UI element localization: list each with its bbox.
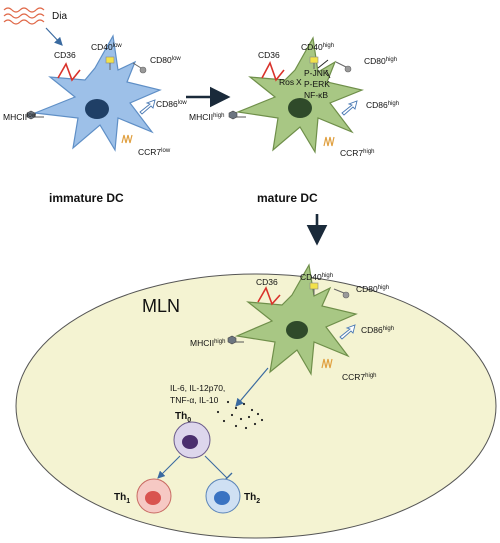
immature-cd80-label: CD80low [150, 55, 181, 65]
mln-ccr7-label: CCR7high [342, 372, 377, 382]
signal-nfkb: NF-κB [304, 90, 328, 100]
th0-nucleus [182, 435, 198, 449]
mature-dc-nucleus [288, 98, 312, 118]
signal-pjnk: P-JNK [304, 68, 329, 78]
mature-dc-title: mature DC [257, 191, 318, 205]
cytokine-dots [216, 400, 264, 430]
th0-inhibit-th2 [204, 455, 228, 479]
mln-cd80-label: CD80high [356, 284, 389, 294]
mature-cd40-receptor-icon [309, 56, 319, 64]
mature-ccr7-label: CCR7high [340, 148, 375, 158]
mln-label: MLN [142, 296, 180, 316]
th0-label: Th0 [175, 411, 191, 424]
mature-mhcii-receptor-icon [228, 110, 238, 120]
mln-cd86-receptor-icon [339, 324, 356, 340]
mln-dc-nucleus [286, 321, 308, 339]
mln-cd40-label: CD40high [300, 272, 333, 282]
mature-dc: CD36 Ros X P-JNK P-ERK NF-κB CD40high CD… [189, 36, 399, 205]
th0-to-th1-arrow [157, 455, 181, 479]
dia-stimulus: Dia [3, 7, 67, 46]
th1-nucleus [145, 491, 161, 505]
mature-cd80-label: CD80high [364, 56, 397, 66]
cd36-receptor-icon [57, 62, 81, 82]
immature-dc: CD36 CD40low CD80low CD86low MHCIIlow CC… [3, 34, 187, 205]
immature-cd36-label: CD36 [54, 50, 76, 60]
immature-dc-title: immature DC [49, 191, 124, 205]
immature-ccr7-label: CCR7low [138, 147, 171, 157]
th2-nucleus [214, 491, 230, 505]
mln-cd80-receptor-icon [342, 291, 350, 299]
mature-cd36-receptor-icon [261, 61, 285, 82]
dia-label: Dia [52, 11, 67, 22]
signal-perk: P-ERK [304, 79, 330, 89]
immature-dc-nucleus [85, 99, 109, 119]
ros-inhibit-mark: X [296, 77, 302, 87]
immature-cd86-label: CD86low [156, 99, 187, 109]
mln-mhcii-receptor-icon [227, 335, 237, 345]
mhcii-receptor-icon [26, 110, 36, 120]
mln-mhcii-label: MHCIIhigh [190, 338, 225, 348]
cd40-receptor-icon [105, 56, 115, 64]
cd80-receptor-icon [139, 66, 147, 74]
ccr7-receptor-icon [121, 134, 133, 144]
mln-cd36-receptor-icon [257, 286, 281, 306]
immature-mhcii-label: MHCIIlow [3, 112, 37, 122]
mln-cd86-label: CD86high [361, 325, 394, 335]
dc-to-th0-arrow [235, 367, 269, 407]
th2-label: Th2 [244, 492, 260, 505]
mature-cd86-label: CD86high [366, 100, 399, 110]
mature-cd80-receptor-icon [344, 65, 352, 73]
th1-label: Th1 [114, 492, 130, 505]
mln-ccr7-receptor-icon [321, 358, 333, 369]
mln-dc-body [234, 263, 358, 376]
immature-cd40-label: CD40low [91, 42, 122, 52]
mature-dc-body [235, 36, 364, 154]
mature-mhcii-label: MHCIIhigh [189, 112, 224, 122]
mln-cd36-label: CD36 [256, 277, 278, 287]
cytokine-line-1: IL-6, IL-12p70, [170, 383, 225, 393]
cd86-receptor-icon [139, 99, 156, 115]
mature-cd40-label: CD40high [301, 42, 334, 52]
ros-label: Ros [279, 77, 294, 87]
immature-dc-body [34, 34, 162, 152]
cytokine-line-2: TNF-α, IL-10 [170, 395, 219, 405]
mln-ellipse [15, 273, 497, 539]
mature-cd86-receptor-icon [341, 100, 358, 116]
mln-cd40-receptor-icon [309, 282, 319, 290]
mln-region: MLN CD36 CD40high CD80high CD86high MHCI… [15, 263, 497, 539]
mature-ccr7-receptor-icon [323, 136, 335, 147]
mature-cd36-label: CD36 [258, 50, 280, 60]
